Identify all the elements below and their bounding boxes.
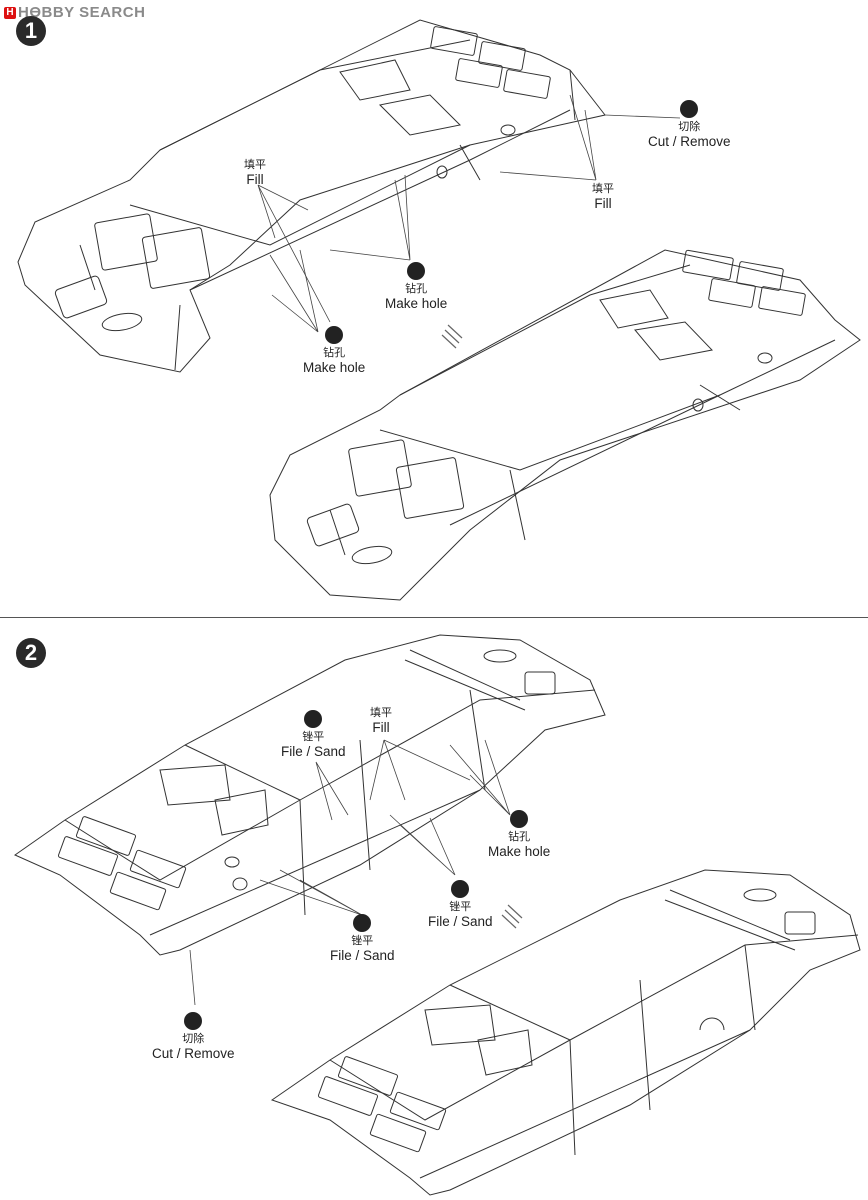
hobby-search-logo: H HӨBBY SEARCH (4, 4, 145, 21)
callout-step2-file-sand-top: 锉平 File / Sand (281, 710, 346, 760)
callout-cn-label: 切除 (182, 1033, 205, 1045)
callout-cn-label: 锉平 (351, 935, 374, 947)
callout-en-label: Fill (372, 720, 390, 735)
callout-step1-make-hole-center: 钻孔 Make hole (385, 262, 447, 312)
callout-step2-make-hole: 钻孔 Make hole (488, 810, 550, 860)
step2-leaders (189, 739, 511, 1006)
cut-remove-icon (184, 1012, 203, 1030)
step1-leaders (257, 94, 681, 333)
callout-cn-label: 填平 (370, 707, 392, 719)
callout-cn-label: 钻孔 (405, 283, 428, 295)
step1-hull-before (17, 19, 606, 373)
step2-hull-after (270, 869, 861, 1196)
step2-hull-before (13, 634, 606, 956)
callout-cn-label: 切除 (678, 121, 701, 133)
callout-step2-cut-remove: 切除 Cut / Remove (152, 1012, 235, 1062)
callout-step2-file-sand-low: 锉平 File / Sand (330, 914, 395, 964)
step-divider (0, 617, 868, 618)
file-sand-icon (304, 710, 323, 728)
callout-cn-label: 锉平 (449, 901, 472, 913)
callout-cn-label: 填平 (592, 183, 614, 195)
file-sand-icon (353, 914, 372, 932)
callout-en-label: Cut / Remove (152, 1046, 235, 1061)
callout-en-label: Make hole (385, 296, 448, 311)
logo-text: HӨBBY SEARCH (18, 4, 146, 21)
step-number-2: 2 (16, 638, 46, 668)
callout-en-label: Make hole (303, 360, 366, 375)
drill-icon (325, 326, 344, 344)
callout-step1-cut-remove: 切除 Cut / Remove (648, 100, 731, 150)
step-number-1: 1 (16, 16, 46, 46)
drill-icon (407, 262, 426, 280)
callout-step2-fill: 填平 Fill (370, 706, 392, 736)
callout-en-label: Cut / Remove (648, 134, 731, 149)
callout-step1-fill-right: 填平 Fill (592, 182, 614, 212)
callout-en-label: File / Sand (428, 914, 493, 929)
callout-en-label: File / Sand (330, 948, 395, 963)
file-sand-icon (451, 880, 470, 898)
drill-icon (510, 810, 529, 828)
callout-cn-label: 填平 (244, 159, 266, 171)
callout-step1-fill: 填平 Fill (244, 158, 266, 188)
callout-cn-label: 钻孔 (323, 347, 346, 359)
callout-cn-label: 锉平 (302, 731, 325, 743)
callout-en-label: Fill (594, 196, 612, 211)
logo-mark: H (4, 6, 16, 19)
step1-hull-after (269, 249, 861, 601)
direction-arrows (441, 324, 523, 929)
callout-cn-label: 钻孔 (508, 831, 531, 843)
cut-remove-icon (680, 100, 699, 118)
callout-en-label: Fill (246, 172, 264, 187)
callout-step1-make-hole-left: 钻孔 Make hole (303, 326, 365, 376)
callout-step2-file-sand-mid: 锉平 File / Sand (428, 880, 493, 930)
callout-en-label: File / Sand (281, 744, 346, 759)
callout-en-label: Make hole (488, 844, 551, 859)
